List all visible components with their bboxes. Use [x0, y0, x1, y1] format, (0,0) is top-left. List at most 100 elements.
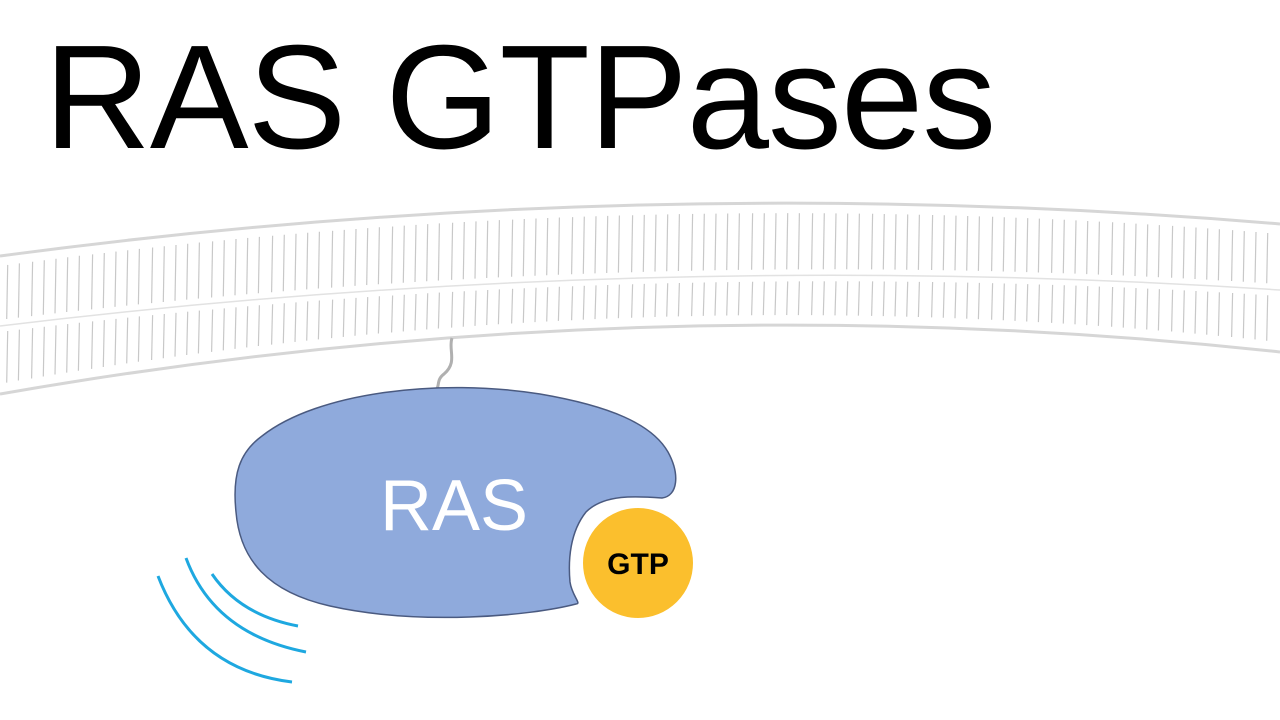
inner-leaflet-lipid: [342, 298, 345, 337]
membrane-lipid-stripes: [6, 213, 1269, 383]
inner-leaflet-lipid: [1074, 285, 1077, 325]
inner-leaflet-lipid: [1146, 288, 1149, 330]
outer-leaflet-lipid: [474, 221, 477, 279]
inner-leaflet-lipid: [66, 324, 69, 373]
inner-leaflet-lipid: [1231, 293, 1234, 338]
inner-leaflet-lipid: [6, 331, 9, 383]
inner-leaflet-lipid: [474, 290, 477, 326]
outer-leaflet-lipid: [1122, 222, 1125, 276]
outer-leaflet-lipid: [822, 213, 825, 270]
outer-leaflet-lipid: [606, 215, 609, 273]
outer-leaflet-lipid: [1231, 230, 1234, 282]
inner-leaflet-lipid: [1206, 291, 1209, 335]
outer-leaflet-lipid: [797, 213, 800, 270]
outer-leaflet-lipid: [462, 222, 465, 280]
outer-leaflet-lipid: [414, 224, 417, 282]
outer-leaflet-lipid: [77, 255, 80, 311]
outer-leaflet-lipid: [846, 213, 849, 270]
inner-leaflet-lipid: [751, 281, 754, 316]
outer-leaflet-lipid: [1086, 220, 1089, 275]
outer-leaflet-lipid: [1062, 219, 1065, 274]
inner-leaflet-lipid: [631, 284, 634, 318]
outer-leaflet-lipid: [486, 220, 489, 278]
inner-leaflet-lipid: [522, 288, 525, 323]
outer-leaflet-lipid: [1146, 224, 1149, 277]
outer-leaflet-lipid: [497, 220, 500, 278]
inner-leaflet-lipid: [942, 282, 945, 318]
inner-leaflet-lipid: [137, 316, 140, 362]
ras-protein-body: [234, 386, 677, 619]
inner-leaflet-lipid: [126, 317, 129, 364]
inner-leaflet-lipid: [894, 281, 897, 317]
inner-leaflet-lipid: [282, 303, 285, 344]
inner-leaflet-lipid: [654, 283, 657, 318]
lipid-anchor: [434, 337, 454, 392]
outer-leaflet-lipid: [966, 215, 969, 271]
outer-leaflet-lipid: [222, 240, 225, 297]
page-title: RAS GTPases: [44, 15, 996, 180]
inner-leaflet-lipid: [426, 293, 429, 330]
inner-leaflet-lipid: [954, 282, 957, 319]
membrane-outer-line: [0, 201, 1280, 258]
outer-leaflet-lipid: [811, 213, 814, 270]
inner-leaflet-lipid: [246, 306, 249, 348]
inner-leaflet-lipid: [1037, 284, 1040, 323]
outer-leaflet-lipid: [1171, 225, 1174, 278]
outer-leaflet-lipid: [522, 219, 525, 277]
outer-leaflet-lipid: [162, 246, 165, 302]
inner-leaflet-lipid: [77, 322, 80, 371]
inner-leaflet-lipid: [402, 294, 405, 332]
inner-leaflet-lipid: [511, 288, 514, 324]
inner-leaflet-lipid: [882, 281, 885, 317]
inner-leaflet-lipid: [1182, 290, 1185, 333]
outer-leaflet-lipid: [377, 227, 380, 285]
outer-leaflet-lipid: [391, 226, 394, 284]
outer-leaflet-lipid: [726, 213, 729, 271]
inner-leaflet-lipid: [102, 320, 105, 368]
outer-leaflet-lipid: [366, 228, 369, 286]
outer-leaflet-lipid: [451, 222, 454, 280]
outer-leaflet-lipid: [954, 215, 957, 271]
inner-leaflet-lipid: [1157, 289, 1160, 331]
outer-leaflet-lipid: [317, 231, 320, 289]
inner-leaflet-lipid: [354, 297, 357, 336]
outer-leaflet-lipid: [66, 257, 69, 313]
outer-leaflet-lipid: [126, 250, 129, 306]
inner-leaflet-lipid: [594, 285, 597, 320]
outer-leaflet-lipid: [402, 225, 405, 283]
inner-leaflet-lipid: [197, 310, 200, 354]
outer-leaflet-lipid: [1026, 218, 1029, 273]
inner-leaflet-lipid: [642, 283, 645, 318]
inner-leaflet-lipid: [906, 281, 909, 317]
inner-leaflet-lipid: [222, 308, 225, 351]
inner-leaflet-lipid: [557, 286, 560, 321]
inner-leaflet-lipid: [162, 313, 165, 359]
outer-leaflet-lipid: [1002, 217, 1005, 272]
outer-leaflet-lipid: [534, 218, 537, 276]
inner-leaflet-lipid: [666, 283, 669, 317]
inner-leaflet-lipid: [797, 281, 800, 316]
inner-leaflet-lipid: [762, 281, 765, 316]
outer-leaflet-lipid: [1111, 222, 1114, 276]
inner-leaflet-lipid: [691, 282, 694, 317]
inner-leaflet-lipid: [606, 284, 609, 319]
inner-leaflet-lipid: [617, 284, 620, 319]
inner-leaflet-lipid: [306, 301, 309, 341]
outer-leaflet-lipid: [6, 264, 9, 320]
outer-leaflet-lipid: [271, 235, 274, 293]
outer-leaflet-lipid: [774, 213, 777, 270]
outer-leaflet-lipid: [1037, 218, 1040, 273]
inner-leaflet-lipid: [811, 281, 814, 316]
inner-leaflet-lipid: [414, 293, 417, 331]
outer-leaflet-lipid: [1097, 221, 1100, 275]
inner-leaflet-lipid: [1062, 285, 1065, 324]
cell-membrane: [0, 201, 1280, 396]
outer-leaflet-lipid: [786, 213, 789, 270]
inner-leaflet-lipid: [42, 326, 45, 377]
inner-leaflet-lipid: [497, 289, 500, 325]
outer-leaflet-lipid: [342, 229, 345, 287]
inner-leaflet-lipid: [91, 321, 94, 369]
inner-leaflet-lipid: [211, 309, 214, 352]
motion-wave-inner: [210, 573, 299, 628]
